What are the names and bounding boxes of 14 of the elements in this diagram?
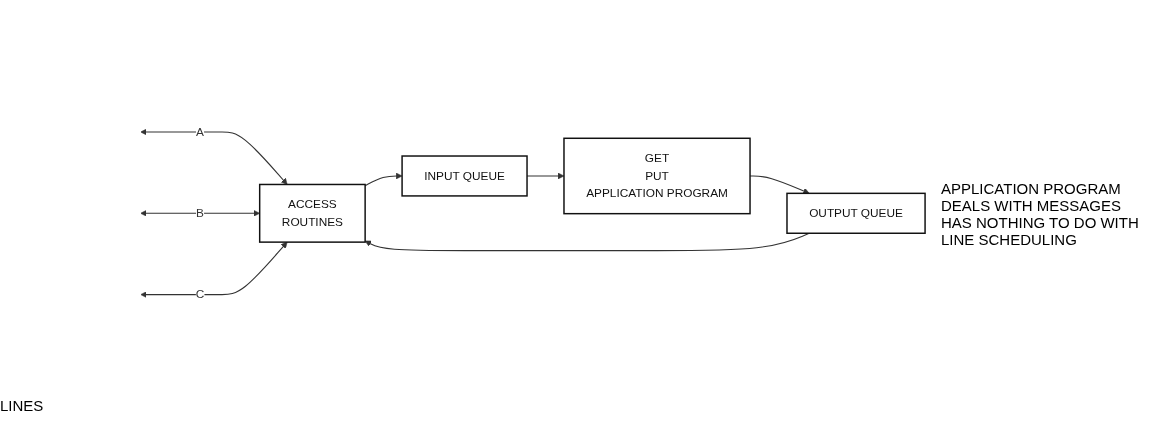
node-box: ACCESS ROUTINES: [258, 183, 366, 244]
edge-label: A: [196, 125, 204, 139]
arrow: [364, 172, 403, 187]
edge-label: B: [196, 206, 204, 220]
node-box: OUTPUT QUEUE: [786, 192, 926, 235]
arrow: [140, 210, 260, 217]
arrow: [364, 232, 810, 252]
arrow: [140, 128, 288, 185]
note-text: APPLICATION PROGRAM DEALS WITH MESSAGES HAS NOTHING TO DO WITH LINE SCHEDULING: [941, 179, 1140, 248]
node-box: GET PUT APPLICATION PROGRAM: [563, 137, 751, 215]
node-box: INPUT QUEUE: [401, 155, 528, 197]
group-label: LINES: [0, 396, 44, 414]
arrow: [140, 242, 288, 299]
edge-label: C: [195, 288, 205, 301]
